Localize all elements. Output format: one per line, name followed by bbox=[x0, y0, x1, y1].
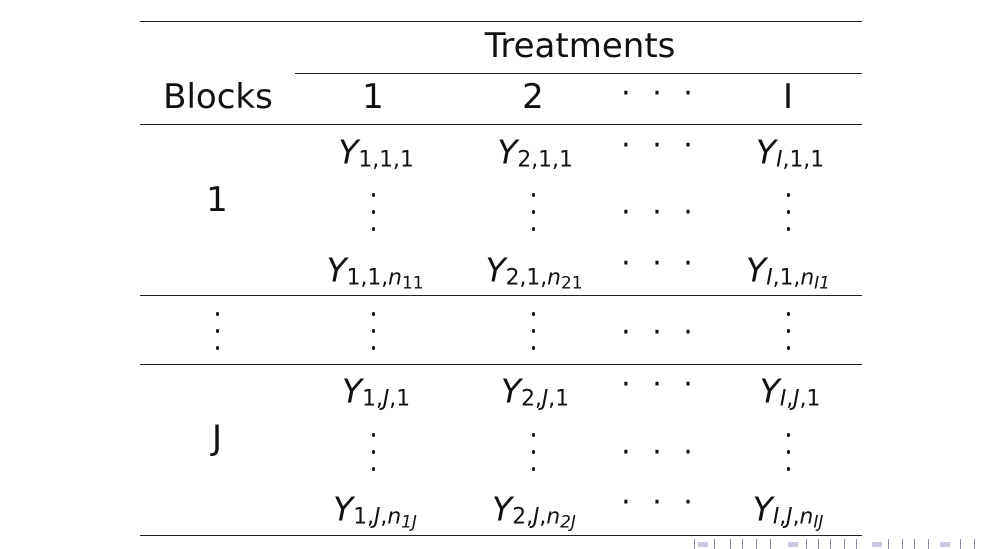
slide-navigation-bar[interactable] bbox=[684, 539, 984, 549]
block-label-1: 1 bbox=[206, 180, 228, 220]
row-ellipsis: · · · bbox=[621, 128, 699, 163]
vertical-ellipsis bbox=[530, 193, 536, 231]
row-ellipsis: · · · bbox=[621, 315, 699, 350]
vertical-ellipsis bbox=[370, 433, 376, 471]
cell-y-I-1-1: YI,1,1 bbox=[755, 132, 825, 173]
row-ellipsis: · · · bbox=[621, 195, 699, 230]
cell-y-1-J-n1J: Y1,J,n1J bbox=[333, 489, 417, 533]
block-1-rule bbox=[140, 295, 862, 296]
row-ellipsis: · · · bbox=[621, 435, 699, 470]
row-ellipsis: · · · bbox=[621, 485, 699, 520]
vertical-ellipsis bbox=[785, 193, 791, 231]
vertical-ellipsis bbox=[370, 193, 376, 231]
cell-y-2-J-1: Y2,J,1 bbox=[500, 371, 570, 412]
row-ellipsis: · · · bbox=[621, 246, 699, 281]
cell-y-1-1-n11: Y1,1,n11 bbox=[326, 250, 424, 294]
treatment-col-ellipsis: · · · bbox=[621, 76, 699, 111]
vertical-ellipsis bbox=[530, 433, 536, 471]
cell-y-2-1-n21: Y2,1,n21 bbox=[485, 250, 583, 294]
cell-y-1-J-1: Y1,J,1 bbox=[341, 371, 411, 412]
cell-y-1-1-1: Y1,1,1 bbox=[338, 132, 414, 173]
vertical-ellipsis bbox=[370, 312, 376, 350]
cell-y-I-J-nIJ: YI,J,nIJ bbox=[752, 489, 824, 533]
vertical-ellipsis bbox=[785, 312, 791, 350]
treatment-col-I: I bbox=[782, 77, 794, 117]
treatments-label: Treatments bbox=[484, 26, 676, 66]
row-ellipsis: · · · bbox=[621, 367, 699, 402]
ellipsis-row-rule bbox=[140, 364, 862, 365]
top-rule bbox=[140, 21, 862, 22]
treatment-col-2: 2 bbox=[522, 77, 544, 117]
vertical-ellipsis bbox=[530, 312, 536, 350]
cell-y-I-J-1: YI,J,1 bbox=[759, 371, 821, 412]
treatments-underline bbox=[295, 73, 862, 74]
vertical-ellipsis bbox=[785, 433, 791, 471]
header-rule bbox=[140, 124, 862, 125]
cell-y-2-J-n2J: Y2,J,n2J bbox=[492, 489, 576, 533]
vertical-ellipsis bbox=[214, 312, 220, 350]
cell-y-2-1-1: Y2,1,1 bbox=[497, 132, 573, 173]
bottom-rule bbox=[140, 535, 862, 536]
block-label-J: J bbox=[211, 418, 223, 458]
blocks-label: Blocks bbox=[163, 77, 273, 117]
treatment-col-1: 1 bbox=[362, 77, 384, 117]
cell-y-I-1-nI1: YI,1,nI1 bbox=[746, 250, 830, 294]
